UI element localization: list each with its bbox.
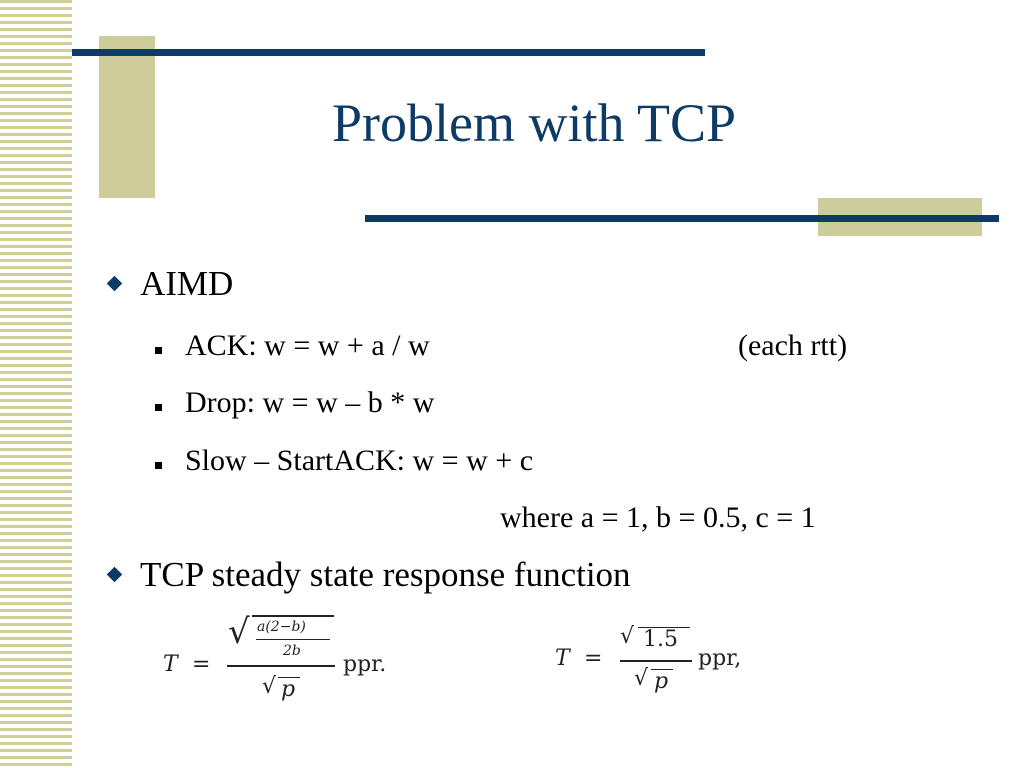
formula2-unit: ppr, — [698, 646, 742, 671]
radical-overline — [278, 677, 300, 679]
bottom-rule — [365, 215, 999, 222]
formula1-inner-num: a(2−b) — [257, 619, 306, 635]
formula1-unit: ppr. — [343, 652, 387, 677]
subitem-drop: Drop: w = w – b * w — [185, 386, 435, 419]
where-line: where a = 1, b = 0.5, c = 1 — [500, 501, 816, 534]
formula2-eq: = — [584, 646, 603, 671]
formula1-eq: = — [192, 652, 211, 677]
square-bullet-icon — [155, 347, 162, 354]
sqrt-icon: √ — [262, 674, 277, 699]
square-bullet-icon — [155, 462, 162, 469]
left-stripe-decoration — [0, 0, 72, 768]
formula1-inner-den: 2b — [283, 643, 301, 659]
formula1-den-p: p — [281, 677, 296, 702]
title-block-decoration — [99, 36, 155, 198]
radical-overline — [651, 669, 673, 671]
square-bullet-icon — [155, 404, 162, 411]
radical-overline — [252, 615, 334, 617]
diamond-bullet-icon — [106, 275, 123, 292]
formula2-lhs: T — [555, 646, 570, 671]
main-fraction-bar — [620, 660, 692, 662]
subitem-slow-start: Slow – StartACK: w = w + c — [185, 444, 534, 477]
formula2-den-p: p — [654, 669, 669, 694]
bullet-tcp-steady-state: TCP steady state response function — [140, 555, 631, 594]
diamond-bullet-icon — [106, 566, 123, 583]
sqrt-icon: √ — [228, 612, 250, 652]
subitem-ack: ACK: w = w + a / w — [185, 329, 430, 362]
subitem-ack-note: (each rtt) — [738, 329, 848, 362]
sqrt-icon: √ — [634, 666, 649, 691]
sqrt-icon: √ — [620, 624, 635, 649]
radical-overline — [638, 627, 690, 629]
formula2-num: 1.5 — [643, 627, 678, 652]
main-fraction-bar — [227, 665, 335, 667]
slide-title: Problem with TCP — [332, 93, 737, 153]
bullet-aimd: AIMD — [140, 264, 234, 303]
top-rule — [72, 49, 705, 56]
inner-fraction-bar — [256, 639, 330, 641]
formula1-lhs: T — [163, 652, 178, 677]
